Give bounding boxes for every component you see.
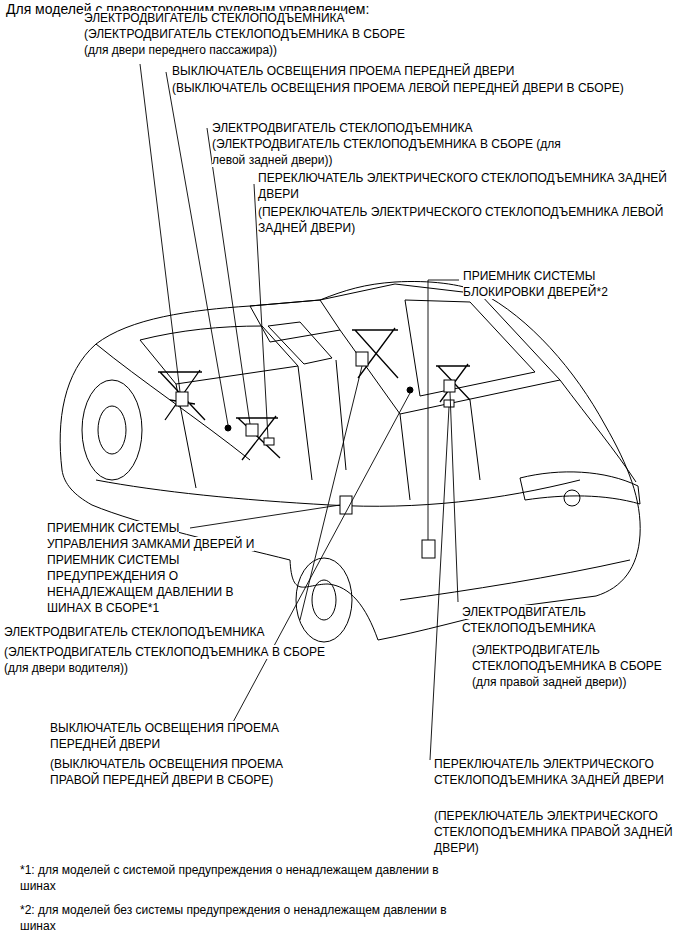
wheel-hub [98, 406, 126, 454]
label-block: *1: для моделей с системой предупреждени… [20, 862, 460, 894]
label-block: (ЭЛЕКТРОДВИГАТЕЛЬ СТЕКЛОПОДЪЕМНИКА В СБО… [4, 644, 334, 676]
part-label: (ЭЛЕКТРОДВИГАТЕЛЬ СТЕКЛОПОДЪЕМНИКА В СБО… [472, 643, 662, 689]
window-regulator [352, 328, 398, 378]
footnote: *1: для моделей с системой предупреждени… [20, 863, 439, 893]
label-block: ЭЛЕКТРОДВИГАТЕЛЬ СТЕКЛОПОДЪЕМНИКА [462, 604, 632, 636]
label-block: ВЫКЛЮЧАТЕЛЬ ОСВЕЩЕНИЯ ПРОЕМА ПЕРЕДНЕЙ ДВ… [172, 63, 612, 79]
window-regulator [436, 364, 470, 402]
label-block: (ЭЛЕКТРОДВИГАТЕЛЬ СТЕКЛОПОДЪЕМНИКА В СБО… [472, 642, 667, 690]
window-regulator [158, 370, 205, 420]
part-label: (ВЫКЛЮЧАТЕЛЬ ОСВЕЩЕНИЯ ПРОЕМА ЛЕВОЙ ПЕРЕ… [172, 81, 624, 95]
label-block: ЭЛЕКТРОДВИГАТЕЛЬ СТЕКЛОПОДЪЕМНИКА [4, 624, 334, 640]
part-label: ПРИЕМНИК СИСТЕМЫ БЛОКИРОВКИ ДВЕРЕЙ*2 [463, 269, 608, 299]
window-switch [264, 438, 274, 445]
greenhouse [320, 284, 560, 414]
regulator-motor [176, 392, 188, 406]
label-block: ПЕРЕКЛЮЧАТЕЛЬ ЭЛЕКТРИЧЕСКОГО СТЕКЛОПОДЪЕ… [258, 170, 683, 202]
wheel-front-left [82, 380, 142, 480]
label-block: *2: для моделей без системы предупрежден… [20, 902, 460, 934]
part-label: ВЫКЛЮЧАТЕЛЬ ОСВЕЩЕНИЯ ПРОЕМА ПЕРЕДНЕЙ ДВ… [50, 721, 279, 751]
part-label: ПЕРЕКЛЮЧАТЕЛЬ ЭЛЕКТРИЧЕСКОГО СТЕКЛОПОДЪЕ… [434, 757, 664, 787]
part-label: ПЕРЕКЛЮЧАТЕЛЬ ЭЛЕКТРИЧЕСКОГО СТЕКЛОПОДЪЕ… [258, 171, 667, 201]
wheel-front-right [296, 558, 352, 642]
part-label: ЭЛЕКТРОДВИГАТЕЛЬ СТЕКЛОПОДЪЕМНИКА [212, 121, 473, 135]
part-label: (ПЕРЕКЛЮЧАТЕЛЬ ЭЛЕКТРИЧЕСКОГО СТЕКЛОПОДЪ… [434, 809, 673, 855]
part-label: ЭЛЕКТРОДВИГАТЕЛЬ СТЕКЛОПОДЪЕМНИКА [4, 625, 265, 639]
label-block: (ПЕРЕКЛЮЧАТЕЛЬ ЭЛЕКТРИЧЕСКОГО СТЕКЛОПОДЪ… [258, 204, 683, 236]
bumper-line [400, 560, 630, 600]
regulator-motor [444, 380, 455, 392]
label-block: ПЕРЕКЛЮЧАТЕЛЬ ЭЛЕКТРИЧЕСКОГО СТЕКЛОПОДЪЕ… [434, 756, 684, 788]
leader-line [207, 128, 250, 424]
hood-line [96, 344, 250, 460]
part-label: ПРИЕМНИК СИСТЕМЫ УПРАВЛЕНИЯ ЗАМКАМИ ДВЕР… [47, 521, 254, 615]
label-block: ЭЛЕКТРОДВИГАТЕЛЬ СТЕКЛОПОДЪЕМНИКА [212, 120, 592, 136]
label-block: (ВЫКЛЮЧАТЕЛЬ ОСВЕЩЕНИЯ ПРОЕМА ЛЕВОЙ ПЕРЕ… [172, 80, 672, 96]
label-block: (ЭЛЕКТРОДВИГАТЕЛЬ СТЕКЛОПОДЪЕМНИКА В СБО… [84, 26, 414, 58]
label-block: (ВЫКЛЮЧАТЕЛЬ ОСВЕЩЕНИЯ ПРОЕМА ПРАВОЙ ПЕР… [50, 756, 310, 788]
windshield [250, 300, 340, 342]
part-label: (ЭЛЕКТРОДВИГАТЕЛЬ СТЕКЛОПОДЪЕМНИКА В СБО… [4, 645, 325, 675]
leader-line [450, 392, 458, 602]
part-label: ЭЛЕКТРОДВИГАТЕЛЬ СТЕКЛОПОДЪЕМНИКА [84, 11, 345, 25]
trunk-line [560, 380, 636, 482]
label-block: (ЭЛЕКТРОДВИГАТЕЛЬ СТЕКЛОПОДЪЕМНИКА В СБО… [212, 136, 572, 168]
window-regulator [236, 416, 280, 460]
courtesy-switch [225, 425, 231, 431]
label-block: (ПЕРЕКЛЮЧАТЕЛЬ ЭЛЕКТРИЧЕСКОГО СТЕКЛОПОДЪ… [434, 808, 684, 856]
window-switch [444, 400, 454, 407]
door-lines [176, 360, 480, 500]
side-window-rear [268, 322, 332, 364]
leader-line [140, 64, 180, 392]
leader-line [232, 393, 410, 724]
receiver-box [422, 540, 435, 558]
part-label: ВЫКЛЮЧАТЕЛЬ ОСВЕЩЕНИЯ ПРОЕМА ПЕРЕДНЕЙ ДВ… [172, 64, 514, 78]
part-label: (ЭЛЕКТРОДВИГАТЕЛЬ СТЕКЛОПОДЪЕМНИКА В СБО… [84, 27, 405, 57]
footnote: *2: для моделей без системы предупрежден… [20, 903, 447, 933]
leader-line [430, 407, 449, 760]
courtesy-switch [407, 387, 413, 393]
part-label: (ПЕРЕКЛЮЧАТЕЛЬ ЭЛЕКТРИЧЕСКОГО СТЕКЛОПОДЪ… [258, 205, 663, 235]
label-block: ПРИЕМНИК СИСТЕМЫ БЛОКИРОВКИ ДВЕРЕЙ*2 [463, 268, 643, 300]
part-label: (ЭЛЕКТРОДВИГАТЕЛЬ СТЕКЛОПОДЪЕМНИКА В СБО… [212, 137, 561, 167]
regulator-motor [246, 424, 258, 436]
label-block: ВЫКЛЮЧАТЕЛЬ ОСВЕЩЕНИЯ ПРОЕМА ПЕРЕДНЕЙ ДВ… [50, 720, 280, 752]
emblem [564, 490, 580, 506]
regulator-motor [356, 352, 368, 366]
part-label: ЭЛЕКТРОДВИГАТЕЛЬ СТЕКЛОПОДЪЕМНИКА [462, 605, 595, 635]
part-label: (ВЫКЛЮЧАТЕЛЬ ОСВЕЩЕНИЯ ПРОЕМА ПРАВОЙ ПЕР… [50, 757, 283, 787]
rear-window [405, 300, 535, 396]
label-block: ПРИЕМНИК СИСТЕМЫ УПРАВЛЕНИЯ ЗАМКАМИ ДВЕР… [47, 520, 262, 616]
leader-line [300, 366, 362, 620]
wheel-hub [312, 580, 336, 620]
leader-line [190, 505, 340, 528]
sill-line [96, 480, 580, 506]
label-block: ЭЛЕКТРОДВИГАТЕЛЬ СТЕКЛОПОДЪЕМНИКА [84, 10, 424, 26]
